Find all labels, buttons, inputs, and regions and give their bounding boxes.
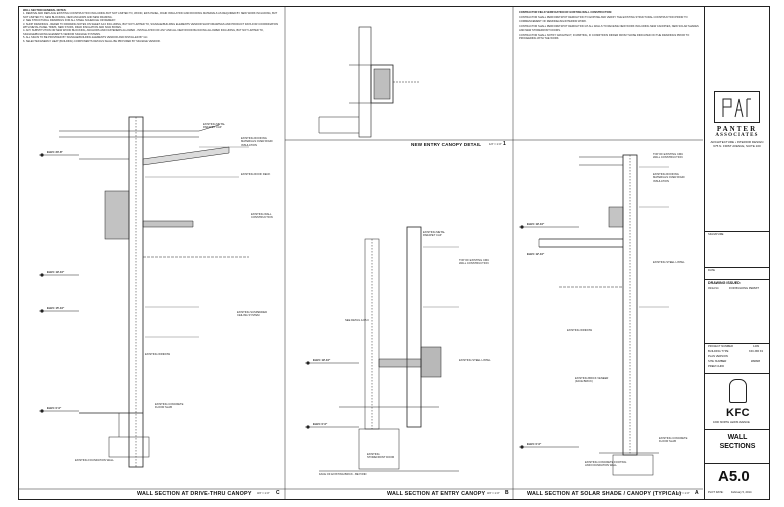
section-a-scale: 3/4" = 1'-0" — [677, 492, 690, 495]
building-type-label: BUILDING TYPE — [708, 350, 729, 353]
section-c-number: C — [276, 490, 280, 496]
general-notes: WALL SECTION GENERAL NOTES: 1. REMOVE AN… — [23, 9, 281, 43]
label-b-detail-ref: SEE DETAIL 1/A5.0 — [345, 319, 369, 322]
plan-version-label: PLAN VERSION — [708, 355, 728, 358]
label-c-foundation: EXISTING FOUNDATION WALL — [75, 459, 114, 462]
contractor-note-2: CONTRACTOR SHALL PERFORM SPOT DEMOLITION… — [519, 25, 699, 32]
label-c-roofing: EXISTING ROOFING MATERIALS OVER RIGID IN… — [241, 137, 273, 147]
label-a-window: EXISTING WINDOW — [567, 329, 593, 332]
firm-logo-icon — [714, 91, 760, 123]
section-a-number: A — [695, 490, 699, 496]
general-note-4: 4. ANY SUBSTITUTION OR NEW WOOD BLOCKING… — [23, 29, 264, 36]
sheet-title: WALL SECTIONS — [719, 434, 756, 450]
building-type: KFC-BR K3 — [749, 350, 764, 353]
label-c-ceiling: EXISTING SUSPENDED CEILING SYSTEM — [237, 311, 268, 318]
issue-description: FOR BUILDING PERMIT — [729, 287, 760, 290]
label-b-lintel: EXISTING STEEL LINTEL — [459, 359, 491, 362]
date-label: DATE — [708, 269, 715, 272]
label-c-window: EXISTING WINDOW — [145, 353, 171, 356]
general-note-2: 2. SEE STRUCTURAL DRAWINGS FOR ALL STEEL… — [23, 19, 116, 23]
kfc-logo-icon — [729, 379, 747, 403]
detail-1-scale: 1/4" = 1'-0" — [489, 143, 502, 146]
contractor-notes: CONTRACTOR FIELD VERIFICATION OF EXISTIN… — [519, 11, 699, 41]
elev-c-floor: ELEV: 0'-0" — [47, 407, 62, 410]
label-b-cmu: TOP OF EXISTING CMU WALL CONSTRUCTION — [459, 259, 490, 266]
section-c-scale: 3/4" = 1'-0" — [257, 492, 270, 495]
contractor-note-1: CONTRACTOR SHALL PERFORM SPOT DEMOLITION… — [519, 16, 688, 23]
section-b-title: WALL SECTION AT ENTRY CANOPY — [387, 491, 486, 497]
contractor-note-3: CONTRACTOR SHALL NOTIFY ARCHITECT, IN WR… — [519, 34, 690, 41]
client-logo: KFC — [726, 407, 751, 419]
label-a-lintel: EXISTING STEEL LINTEL — [653, 261, 685, 264]
label-b-parapet: EXISTING METAL PARAPET CAP — [423, 231, 446, 238]
contractor-notes-heading: CONTRACTOR FIELD VERIFICATION OF EXISTIN… — [519, 11, 613, 14]
issue-date: 03/12/14 — [708, 287, 719, 290]
general-note-6: 6. SELECTED ENERGY HEAT (BUILDING) COMPO… — [23, 39, 161, 43]
project-number: 1409 — [753, 345, 759, 348]
site-number: ###### — [751, 360, 760, 363]
label-a-slab: EXISTING CONCRETE FLOOR SLAB — [659, 437, 688, 444]
general-notes-heading: WALL SECTION GENERAL NOTES: — [23, 9, 67, 12]
sheet-number: A5.0 — [718, 468, 750, 485]
section-a-title: WALL SECTION AT SOLAR SHADE / CANOPY (TY… — [527, 491, 682, 497]
label-a-foundation: EXISTING CONCRETE FOOTING AND FOUNDATION… — [585, 461, 627, 468]
prem-chkd-label: PREM CHKD — [708, 365, 725, 368]
site-number-label: SITE NUMBER — [708, 360, 727, 363]
general-note-1: 1. REMOVE AND REPLACE EXISTING CONSTRUCT… — [23, 12, 278, 19]
detail-1-title: NEW ENTRY CANOPY DETAIL — [411, 142, 482, 147]
drawing-issued-label: DRAWING ISSUED: — [708, 281, 741, 285]
label-c-roofdeck: EXISTING ROOF DECK — [241, 173, 271, 176]
elev-b-floor: ELEV: 0'-0" — [313, 423, 328, 426]
label-a-brick: EXISTING BRICK VENEER (FACE BRICK) — [575, 377, 609, 384]
section-b-number: B — [505, 490, 509, 496]
detail-1-number: 1 — [503, 141, 506, 147]
firm-address: 675 N. FIRST AVENUE, SUITE 100 — [713, 143, 761, 148]
plot-date: February 5, 2014 — [731, 491, 752, 494]
elev-a-shade: ELEV: 12'-10" — [527, 253, 545, 256]
wall-section-linework — [19, 7, 703, 499]
label-a-roofing: EXISTING ROOFING MATERIALS OVER RIGID IN… — [653, 173, 685, 183]
label-b-door: EXISTING STOREFRONT DOOR — [367, 453, 395, 460]
elev-b-tos: ELEV: 19'-10" — [313, 359, 331, 362]
label-c-wall: EXISTING WALL CONSTRUCTION — [251, 213, 273, 220]
firm-name-line2: ASSOCIATES — [715, 133, 759, 138]
elev-c-parapet: ELEV: 23'-8" — [47, 151, 63, 154]
elev-c-canopy: ELEV: 15'-10" — [47, 307, 65, 310]
label-c-slab: EXISTING CONCRETE FLOOR SLAB — [155, 403, 184, 410]
firm-subtitle: ARCHITECTURE • INTERIOR DESIGN — [710, 140, 764, 144]
drawing-sheet: WALL SECTION GENERAL NOTES: 1. REMOVE AN… — [18, 6, 770, 500]
general-note-5: 5. ALL SIGNS TO BE PROVIDED BY SIGNAGE/B… — [23, 36, 149, 40]
signature-label: SIGNATURE — [708, 233, 724, 236]
label-a-cmu: TOP OF EXISTING CMU WALL CONSTRUCTION — [653, 153, 684, 160]
section-b-scale: 3/4" = 1'-0" — [487, 492, 500, 495]
plot-label: PLOT DATE: — [708, 491, 724, 494]
label-c-parapet: EXISTING METAL PARAPET CAP — [203, 123, 226, 130]
general-note-3: 3. SHOP DRAWINGS - REFER TO DRAWING NOTE… — [23, 22, 279, 30]
client-address: 1600 NORTH LEWIS AVENUE — [713, 421, 750, 424]
drawing-area: WALL SECTION GENERAL NOTES: 1. REMOVE AN… — [19, 7, 703, 499]
elev-a-floor: ELEV: 0'-0" — [527, 443, 542, 446]
elev-c-tos: ELEV: 19'-10" — [47, 271, 65, 274]
firm-name-line1: PANTER — [716, 125, 758, 133]
firm-logo: PANTER ASSOCIATES ARCHITECTURE • INTERIO… — [709, 91, 765, 148]
title-block: PANTER ASSOCIATES ARCHITECTURE • INTERIO… — [704, 7, 770, 499]
section-c-title: WALL SECTION AT DRIVE-THRU CANOPY — [137, 491, 252, 497]
elev-a-tos: ELEV: 19'-10" — [527, 223, 545, 226]
project-number-label: PROJECT NUMBER — [708, 345, 733, 348]
label-b-brick: FACE OF EXISTING BRICK - BEYOND — [319, 473, 367, 476]
